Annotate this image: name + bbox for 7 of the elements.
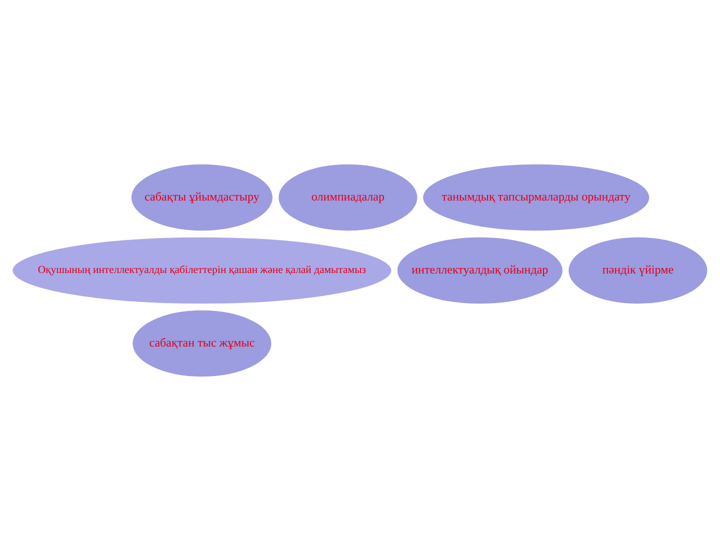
node-ellipse: сабақты ұйымдастыру bbox=[130, 162, 274, 232]
node-ellipse: танымдық тапсырмаларды орындату bbox=[422, 162, 651, 232]
node-ellipse: интеллектуалдық ойындар bbox=[396, 236, 564, 304]
node-ellipse: Оқушының интеллектуалды қабілеттерін қашан және қалай дамытамыз bbox=[11, 236, 393, 304]
node-ellipse: пәндік үйірме bbox=[567, 236, 709, 304]
node-ellipse: олимпиадалар bbox=[277, 162, 419, 232]
node-ellipse: сабақтан тыс жұмыс bbox=[131, 308, 273, 378]
